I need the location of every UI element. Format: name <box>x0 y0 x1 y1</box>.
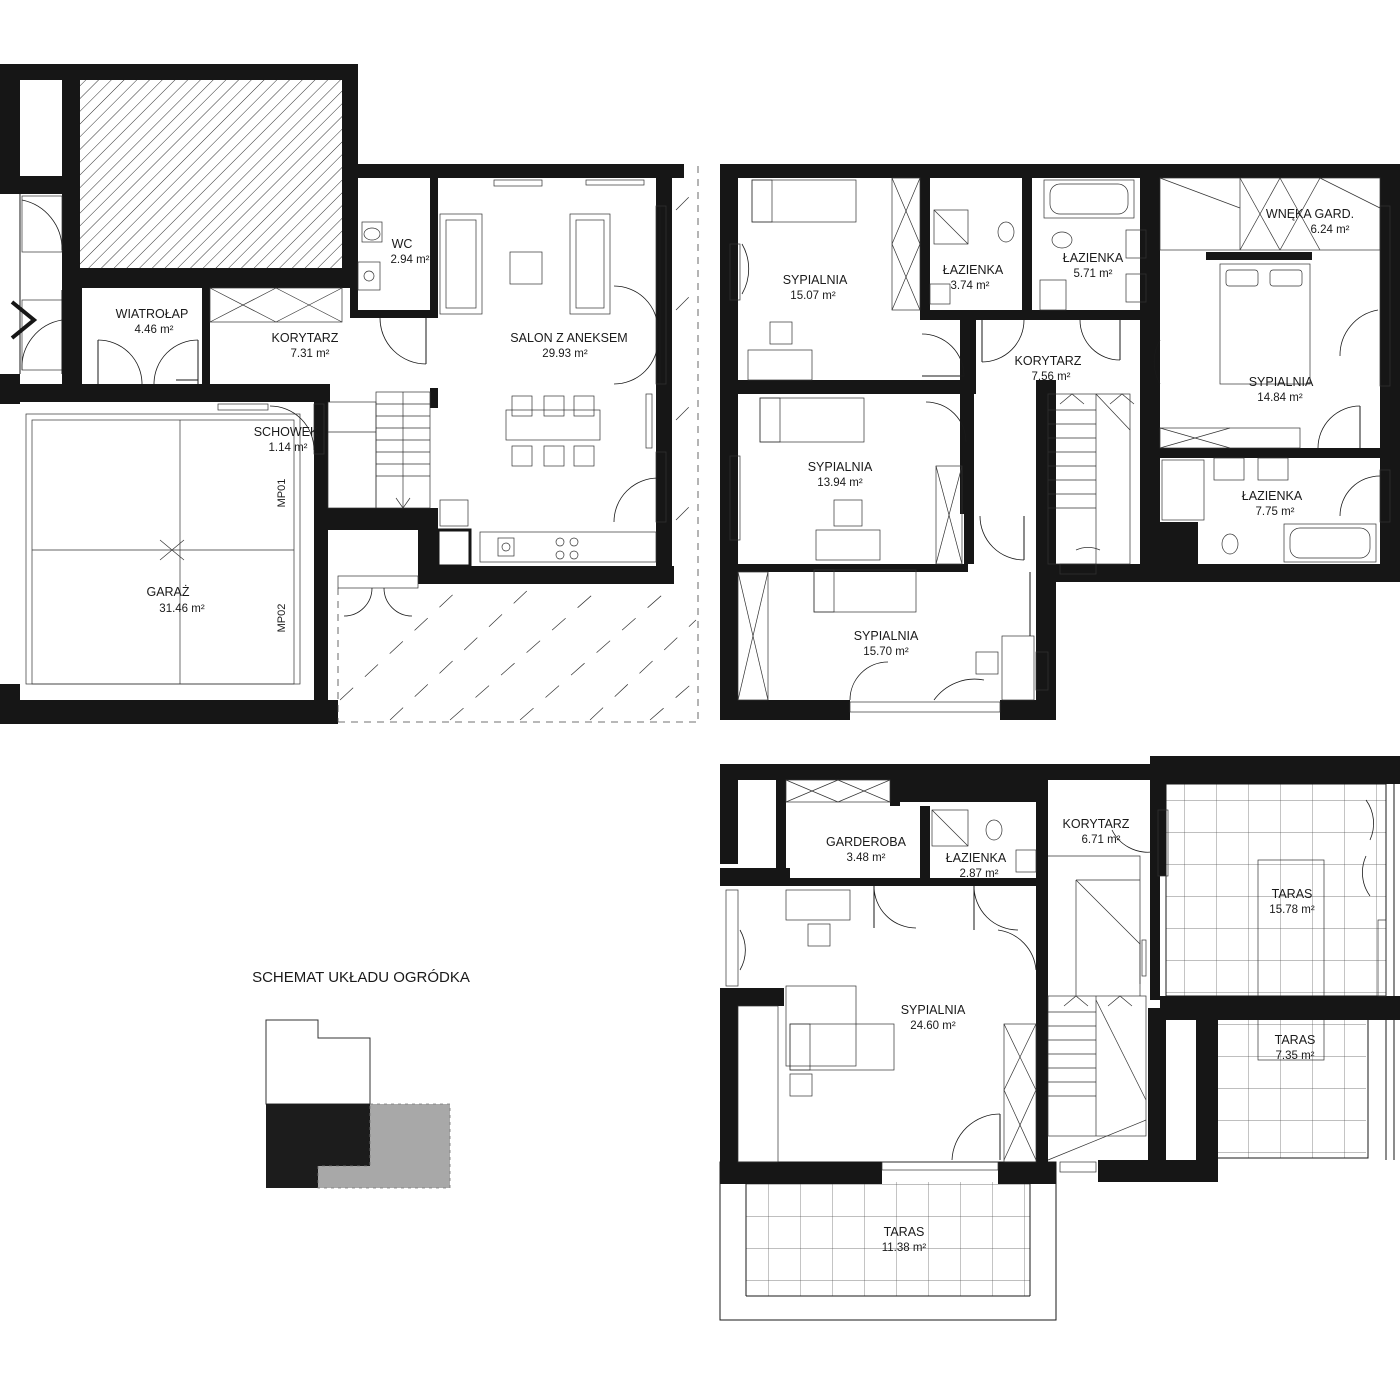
entrance-arrow-icon <box>10 300 38 340</box>
terrace-tiles-side <box>1218 1018 1366 1158</box>
room-area: 7.31 m² <box>291 348 330 360</box>
room-name: TARAS <box>1272 887 1313 901</box>
room-name: KORYTARZ <box>1015 354 1082 368</box>
room-area: 11.38 m² <box>882 1242 927 1254</box>
labels: WIATROŁAP 4.46 m² KORYTARZ 7.31 m² WC 2.… <box>116 207 1354 1254</box>
room-area: 29.93 m² <box>542 348 588 360</box>
room-area: 7.75 m² <box>1256 506 1295 518</box>
terrace-tiles-bottom <box>746 1182 1030 1296</box>
room-area: 4.46 m² <box>135 324 174 336</box>
room-area: 24.60 m² <box>910 1020 956 1032</box>
room-area: 7.56 m² <box>1032 371 1071 383</box>
room-area: 3.74 m² <box>951 280 990 292</box>
terrace-tiles-top <box>1166 784 1386 996</box>
second-floor-details <box>725 779 1387 1173</box>
room-area: 2.87 m² <box>960 868 999 880</box>
schema-outline <box>265 1019 371 1105</box>
room-name: ŁAZIENKA <box>946 851 1007 865</box>
schema-unit <box>266 1104 370 1188</box>
room-name: TARAS <box>1275 1033 1316 1047</box>
parking-label: MP02 <box>276 604 288 633</box>
room-name: WIATROŁAP <box>116 307 189 321</box>
room-name: TARAS <box>884 1225 925 1239</box>
room-name: GARAŻ <box>146 585 189 599</box>
parking-label: MP01 <box>276 479 288 508</box>
room-name: WNĘKA GARD. <box>1266 207 1354 221</box>
first-floor <box>720 164 1400 720</box>
room-area: 5.71 m² <box>1074 268 1113 280</box>
second-floor-walls <box>720 756 1400 1184</box>
room-area: 14.84 m² <box>1257 392 1303 404</box>
room-name: SYPIALNIA <box>901 1003 966 1017</box>
schema-garden <box>317 1103 451 1189</box>
room-name: WC <box>392 237 413 251</box>
first-floor-walls <box>720 164 1400 720</box>
room-area: 6.24 m² <box>1311 224 1350 236</box>
garden-schema <box>265 1019 451 1189</box>
first-floor-details <box>729 177 1391 713</box>
room-area: 1.14 m² <box>269 442 308 454</box>
room-area: 31.46 m² <box>159 603 205 615</box>
second-floor <box>719 756 1400 1321</box>
room-area: 2.94 m² <box>391 254 430 266</box>
room-area: 15.70 m² <box>863 646 909 658</box>
room-area: 7.35 m² <box>1276 1050 1315 1062</box>
room-name: SCHOWEK <box>254 425 319 439</box>
room-name: ŁAZIENKA <box>1063 251 1124 265</box>
room-name: SYPIALNIA <box>783 273 848 287</box>
room-name: ŁAZIENKA <box>1242 489 1303 503</box>
room-name: GARDEROBA <box>826 835 907 849</box>
room-area: 13.94 m² <box>817 477 863 489</box>
hatched-roof-area <box>80 80 342 270</box>
garden-schema-title: SCHEMAT UKŁADU OGRÓDKA <box>252 969 470 986</box>
room-name: KORYTARZ <box>1063 817 1130 831</box>
room-area: 15.78 m² <box>1269 904 1315 916</box>
room-area: 6.71 m² <box>1082 834 1121 846</box>
ground-floor-walls <box>0 64 684 724</box>
room-name: SYPIALNIA <box>1249 375 1314 389</box>
room-name: SALON Z ANEKSEM <box>510 331 627 345</box>
room-name: SYPIALNIA <box>854 629 919 643</box>
room-name: SYPIALNIA <box>808 460 873 474</box>
room-area: 3.48 m² <box>847 852 886 864</box>
ground-floor <box>0 64 700 724</box>
room-name: ŁAZIENKA <box>943 263 1004 277</box>
room-area: 15.07 m² <box>790 290 836 302</box>
room-name: KORYTARZ <box>272 331 339 345</box>
ground-floor-details <box>10 166 700 723</box>
